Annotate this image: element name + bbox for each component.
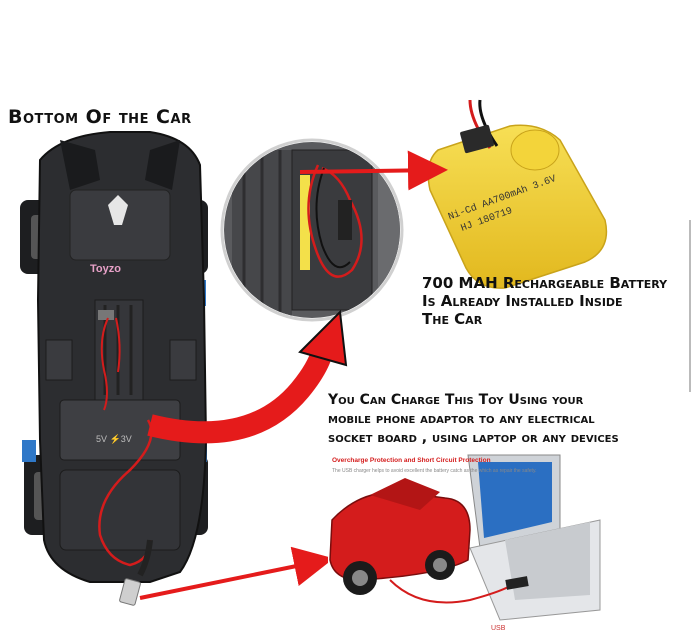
charge-callout-line-2: mobile phone adaptor to any electrical — [328, 411, 595, 427]
charge-callout-line-3: socket board , using laptop or any devic… — [328, 430, 619, 446]
battery-callout-line-2: Is Already Installed Inside — [422, 292, 623, 310]
battery-compartment-inset — [220, 138, 404, 322]
battery-callout-line-1: 700 MAH Rechargeable Battery — [422, 274, 668, 292]
battery-connector — [460, 124, 494, 154]
battery-callout-line-3: The Car — [422, 310, 483, 328]
battery-pack: Ni-Cd AA700mAh 3.6V HJ 180719 — [427, 99, 608, 289]
charging-photo: Overcharge Protection and Short Circuit … — [328, 450, 700, 636]
brand-logo: Toyzo — [90, 263, 121, 275]
battery-marking: 5V ⚡3V — [96, 433, 132, 445]
car-underside — [20, 131, 208, 606]
photo-banner: Overcharge Protection and Short Circuit … — [332, 457, 491, 464]
battery-callout: 700 MAH Rechargeable Battery Is Already … — [422, 274, 667, 328]
arrow-to-charging-photo — [139, 546, 334, 600]
page-title: Bottom Of the Car — [8, 106, 192, 128]
steering-mechanism — [108, 195, 128, 225]
curved-arrow-to-inset — [147, 348, 333, 444]
photo-caption: The USB charger helps to avoid excellent… — [332, 468, 536, 474]
arrow-to-battery — [299, 150, 448, 191]
charging-cable — [98, 419, 153, 567]
usb-plug — [119, 578, 141, 606]
usb-label: USB — [491, 625, 506, 632]
charge-callout-line-1: You Can Charge This Toy Using your — [328, 392, 584, 408]
charge-callout: You Can Charge This Toy Using your mobil… — [328, 391, 619, 448]
